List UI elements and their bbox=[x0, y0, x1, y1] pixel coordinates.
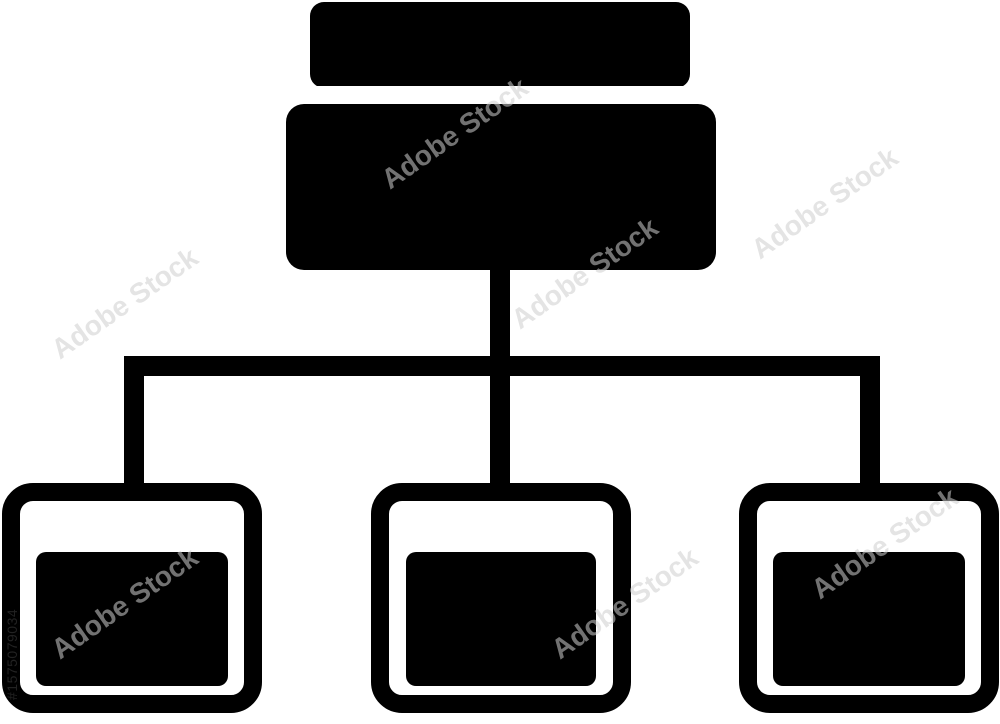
child-middle-connector bbox=[490, 356, 510, 492]
root-stem-connector bbox=[490, 268, 510, 368]
child-node-middle-frame bbox=[371, 483, 631, 713]
watermark-text: Adobe Stock bbox=[46, 241, 204, 365]
child-node-left-frame bbox=[2, 483, 262, 713]
child-node-right-frame bbox=[739, 483, 999, 713]
child-node-middle bbox=[371, 483, 631, 713]
child-left-connector bbox=[124, 356, 144, 492]
root-node-body bbox=[286, 104, 716, 270]
child-node-right bbox=[739, 483, 999, 713]
child-right-connector bbox=[860, 356, 880, 492]
connector-lines bbox=[124, 268, 880, 492]
child-node-middle-inner-block bbox=[406, 552, 596, 686]
child-node-right-inner-block bbox=[773, 552, 965, 686]
root-node-top-slab bbox=[310, 2, 690, 88]
child-node-left-inner-block bbox=[36, 552, 228, 686]
root-node-stripe bbox=[316, 86, 684, 102]
watermark-text: Adobe Stock bbox=[746, 141, 904, 265]
child-node-left bbox=[2, 483, 262, 713]
stock-id-label: #1575079034 bbox=[4, 608, 20, 700]
root-node bbox=[286, 2, 716, 270]
